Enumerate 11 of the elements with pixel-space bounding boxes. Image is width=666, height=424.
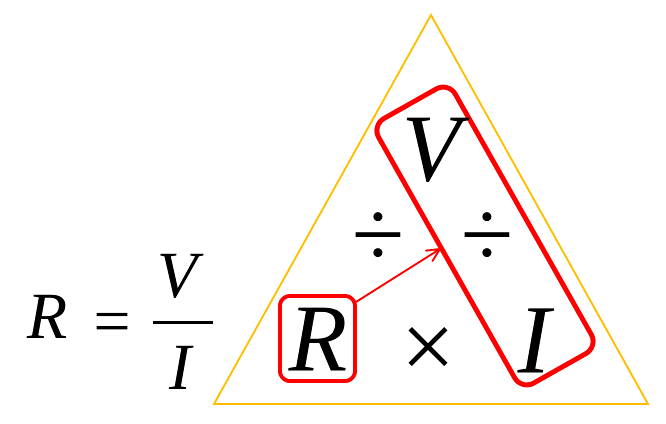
formula-triangle — [213, 14, 649, 405]
division-sign: ÷ — [460, 199, 514, 269]
equals-sign: = — [92, 298, 132, 346]
variable-symbol: R — [26, 293, 68, 341]
variable-symbol: I — [512, 306, 556, 376]
variable-symbol: R — [287, 303, 348, 373]
variable-symbol: I — [166, 344, 194, 392]
highlight-frame — [278, 294, 357, 383]
multiplication-sign: × — [400, 311, 456, 381]
arrow — [355, 248, 441, 303]
division-sign: ÷ — [350, 199, 406, 269]
